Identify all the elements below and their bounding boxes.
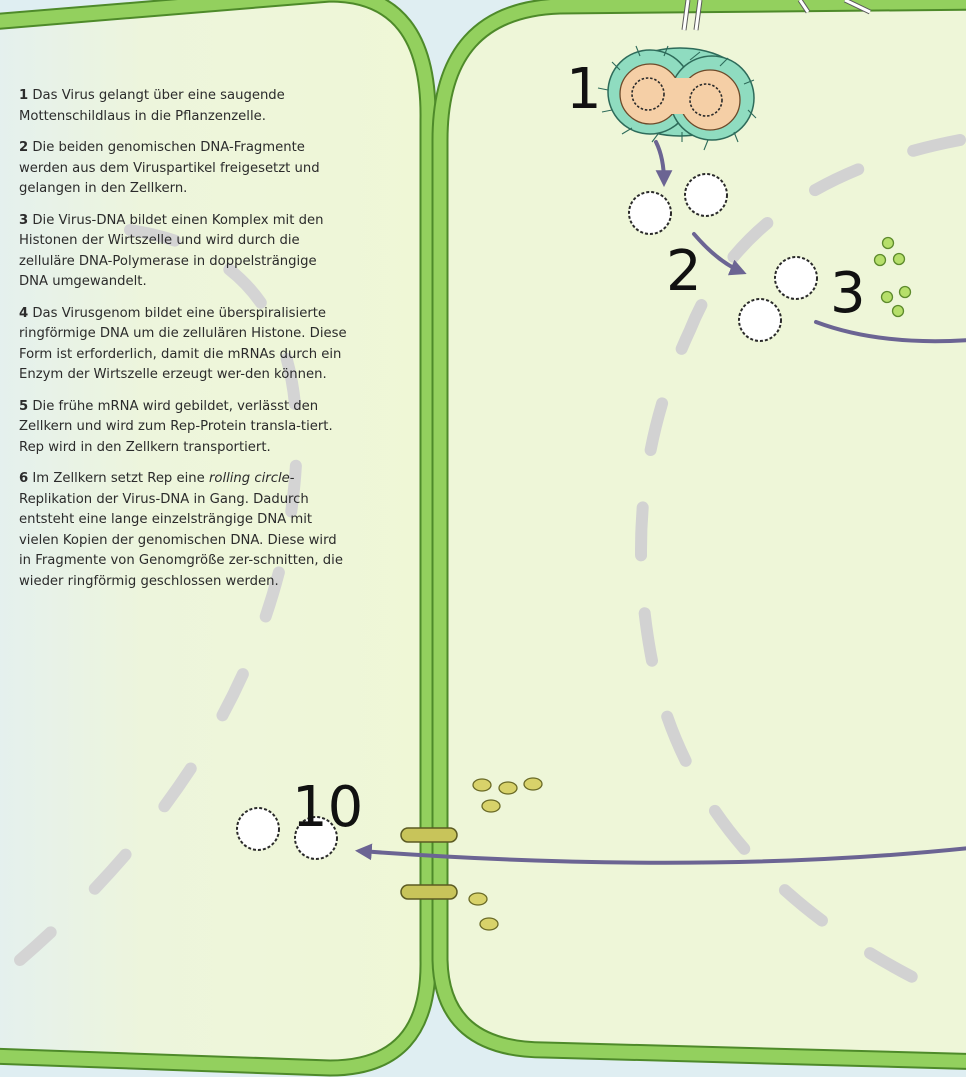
step-legend: 1 Das Virus gelangt über eine saugende M… [19,86,349,603]
dna-ring-step2-a [629,192,671,234]
dna-ring-step10-a [237,808,279,850]
step-label-1: 1 [566,57,602,122]
dna-ring-step3-b [739,299,781,341]
step-label-10: 10 [292,775,363,840]
legend-step-1: 1 Das Virus gelangt über eine saugende M… [19,86,349,127]
legend-step-4: 4 Das Virusgenom bildet eine überspirali… [19,304,349,386]
dna-ring-step3-a [775,257,817,299]
legend-step-5: 5 Die frühe mRNA wird gebildet, verlässt… [19,397,349,459]
plasmodesma-lower [401,885,457,899]
dna-ring-step2-b [685,174,727,216]
legend-step-6: 6 Im Zellkern setzt Rep eine rolling cir… [19,469,349,592]
right-cell-wall [440,2,966,1062]
legend-step-2: 2 Die beiden genomischen DNA-Fragmente w… [19,138,349,200]
step-label-3: 3 [830,261,866,326]
plasmodesma-upper [401,828,457,842]
step-label-2: 2 [666,239,702,304]
legend-step-3: 3 Die Virus-DNA bildet einen Komplex mit… [19,211,349,293]
right-cell [440,2,966,1062]
